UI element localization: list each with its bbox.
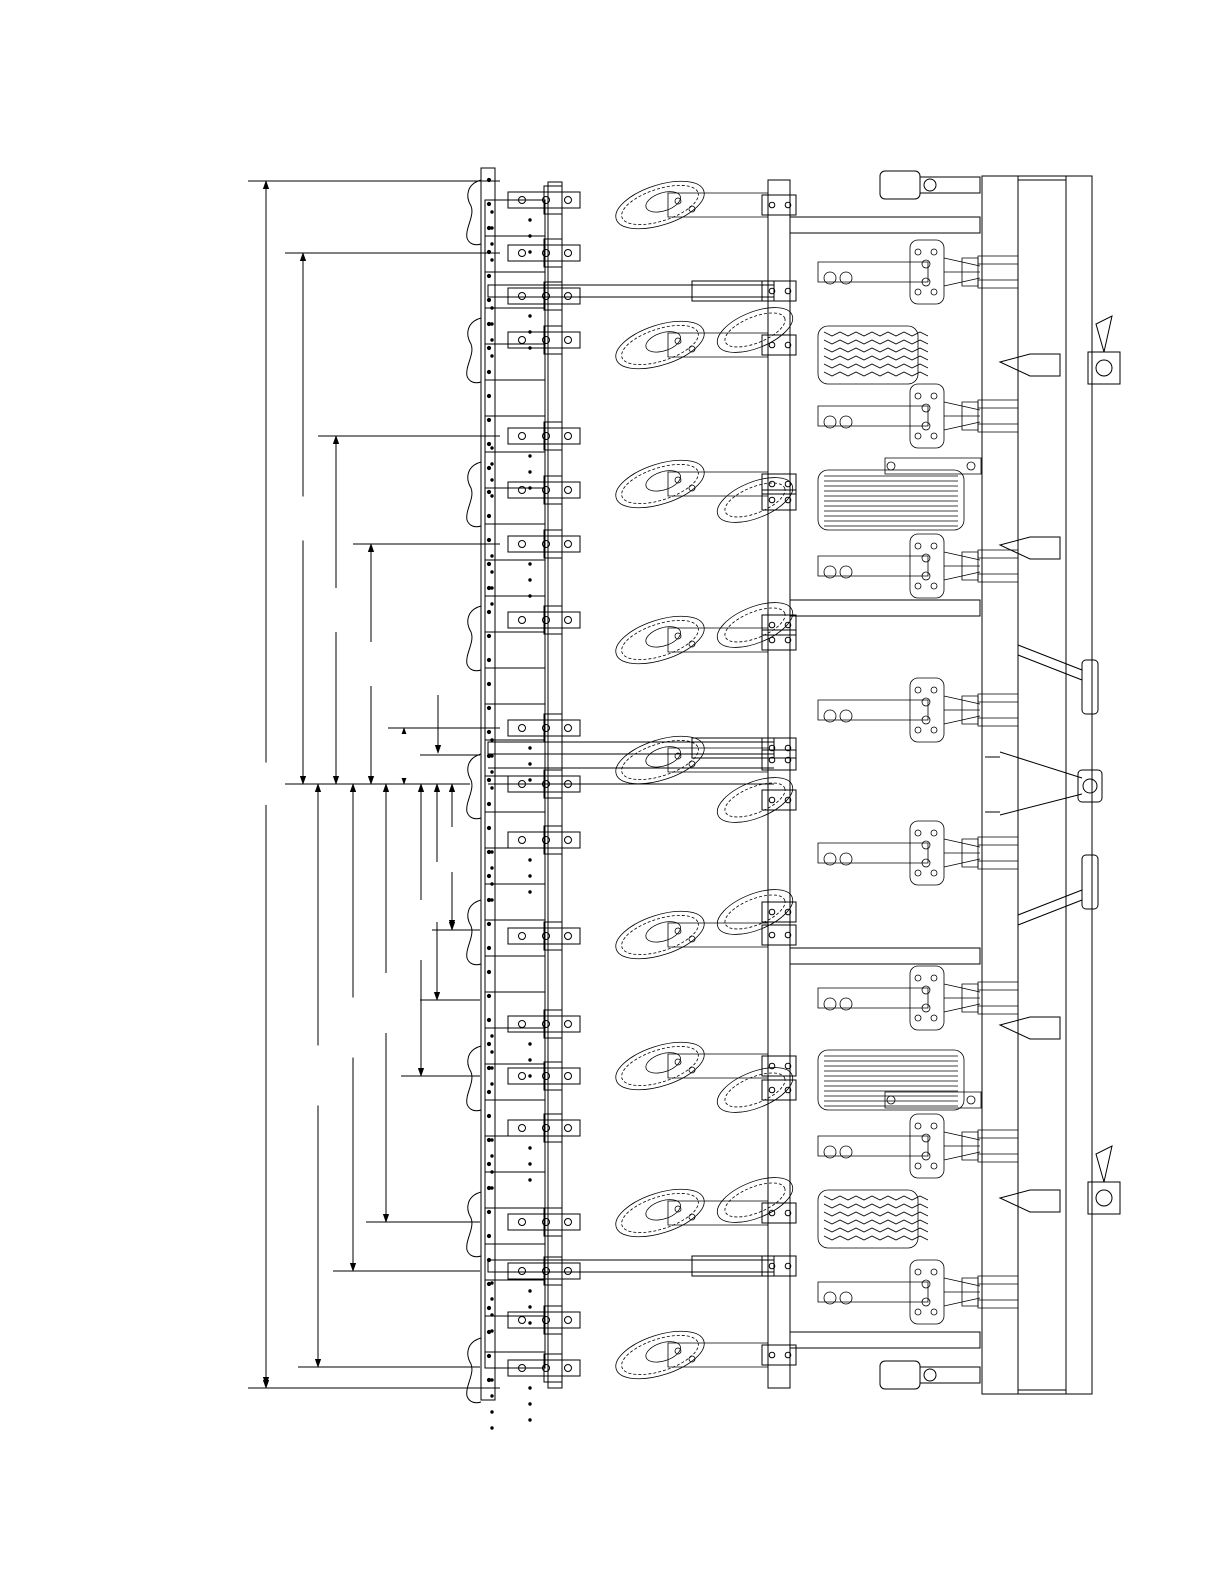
- shank-assembly: [491, 530, 580, 605]
- toolbar-clamp: [762, 630, 796, 650]
- disc-hiller: [610, 902, 768, 968]
- end-assembly: [880, 1361, 980, 1389]
- toolbar-clamp: [762, 1256, 796, 1276]
- shank-assembly: [508, 476, 580, 504]
- frame-link: [790, 217, 980, 233]
- hitch-assembly: [985, 645, 1102, 925]
- rear-toolbar: [467, 168, 562, 1403]
- toolbar-clamp: [762, 1203, 796, 1223]
- disc-hiller: [711, 298, 799, 361]
- planter-row-unit: [818, 1260, 1018, 1324]
- toolbar-clamp: [762, 281, 796, 301]
- dimension-lines: [248, 181, 500, 1388]
- toolbar-clamp: [762, 195, 796, 215]
- dimension-line: [420, 784, 480, 1000]
- toolbar-clamp: [762, 335, 796, 355]
- toolbar-tab: [1000, 1190, 1060, 1212]
- disc-hiller: [711, 1168, 799, 1231]
- drawbar-arm: [488, 281, 774, 301]
- gauge-wheels: [818, 326, 981, 1248]
- planter-row-unit: [818, 1114, 1018, 1178]
- toolbar-tab: [1000, 1017, 1060, 1039]
- shank-assembly: [508, 326, 580, 354]
- shank-assembly: [491, 422, 580, 497]
- shank-assembly: [491, 282, 580, 357]
- gauge-wheel: [818, 1050, 964, 1110]
- toolbar-clamp: [762, 925, 796, 945]
- shank-assembly: [508, 922, 580, 950]
- shank-assembly: [508, 239, 580, 267]
- shank-assembly: [491, 1354, 580, 1429]
- toolbar-clamp: [762, 750, 796, 770]
- dimension-line: [366, 784, 480, 1222]
- rear-shank-assemblies: [488, 186, 774, 1429]
- shank-assembly: [491, 826, 580, 901]
- disc-hiller: [610, 451, 768, 517]
- toolbar-tab: [1000, 537, 1060, 559]
- shank-assembly: [508, 1208, 580, 1236]
- disc-hiller: [610, 172, 768, 238]
- dimension-line: [388, 728, 500, 784]
- planter-row-unit: [818, 966, 1018, 1030]
- planter-row-unit: [818, 821, 1018, 885]
- shank-assembly: [491, 1010, 580, 1085]
- planter-row-unit: [818, 384, 1018, 448]
- disc-hiller: [610, 607, 768, 673]
- disc-hiller: [610, 1033, 768, 1099]
- toolbar-tab: [1000, 354, 1060, 376]
- frame-link: [790, 600, 980, 616]
- shank-assembly: [508, 1306, 580, 1334]
- planter-row-units: [818, 240, 1018, 1324]
- shank-assembly: [508, 1062, 580, 1090]
- three-point-hitch: [985, 645, 1102, 925]
- wheel-arm: [885, 458, 981, 474]
- shank-assembly: [491, 1114, 580, 1189]
- disc-hiller: [610, 1322, 768, 1388]
- shank-assembly: [491, 1257, 580, 1332]
- planter-row-unit: [818, 240, 1018, 304]
- frame-link: [790, 948, 980, 964]
- gauge-wheel: [818, 1190, 928, 1248]
- frame-link: [790, 1332, 980, 1348]
- disc-hiller: [610, 1180, 768, 1246]
- dimension-line: [353, 544, 500, 784]
- planter-row-unit: [818, 678, 1018, 742]
- marker-mount: [1088, 1146, 1120, 1214]
- marker-mount: [1088, 316, 1120, 384]
- disc-hiller: [610, 727, 768, 793]
- disc-hiller-assemblies: [610, 172, 799, 1388]
- shank-assembly: [491, 714, 580, 789]
- end-assembly: [880, 171, 980, 199]
- shank-assembly: [508, 606, 580, 634]
- frame-links: [790, 217, 980, 1348]
- planter-row-unit: [818, 534, 1018, 598]
- gauge-wheel: [818, 470, 964, 530]
- gauge-wheel: [818, 326, 928, 384]
- disc-hiller: [610, 312, 768, 378]
- drawbar-arm: [488, 1256, 774, 1276]
